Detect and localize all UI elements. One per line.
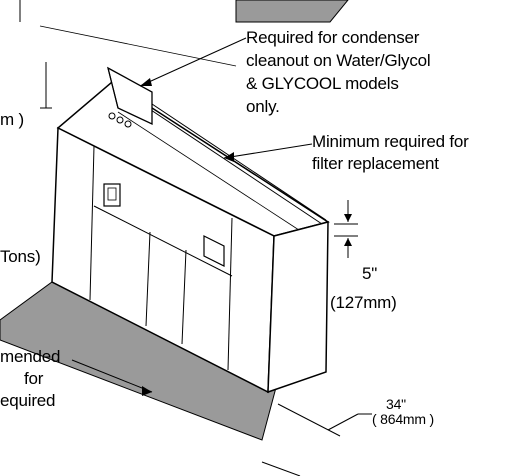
- left-recommended-fragment-line-1: mended: [0, 347, 61, 366]
- condenser-cleanout-note-line-1: Required for condenser: [246, 28, 420, 47]
- condenser-cleanout-note-line-2: cleanout on Water/Glycol: [246, 51, 431, 70]
- left-recommended-fragment-line-3: equired: [0, 391, 56, 410]
- control-display: [103, 183, 121, 207]
- cabinet-side: [267, 221, 329, 394]
- height-dimension-mm: (127mm): [330, 293, 397, 312]
- left-mm-fragment: m ): [0, 110, 24, 129]
- depth-dimension-mm: ( 864mm ): [372, 411, 434, 427]
- filter-replacement-note-line-2: filter replacement: [312, 154, 439, 173]
- filter-replacement-note-line-1: Minimum required for: [312, 132, 469, 151]
- height-dimension-inches: 5": [362, 264, 378, 283]
- front-panel-window: [203, 235, 225, 267]
- left-tons-fragment: Tons): [0, 247, 41, 266]
- depth-dimension-inches: 34": [386, 396, 406, 412]
- left-recommended-fragment-line-2: for: [24, 369, 44, 388]
- condenser-cleanout-note-line-3: & GLYCOOL models: [246, 74, 399, 93]
- top-clearance-area: [235, 0, 349, 23]
- condenser-cleanout-note-line-4: only.: [246, 97, 280, 116]
